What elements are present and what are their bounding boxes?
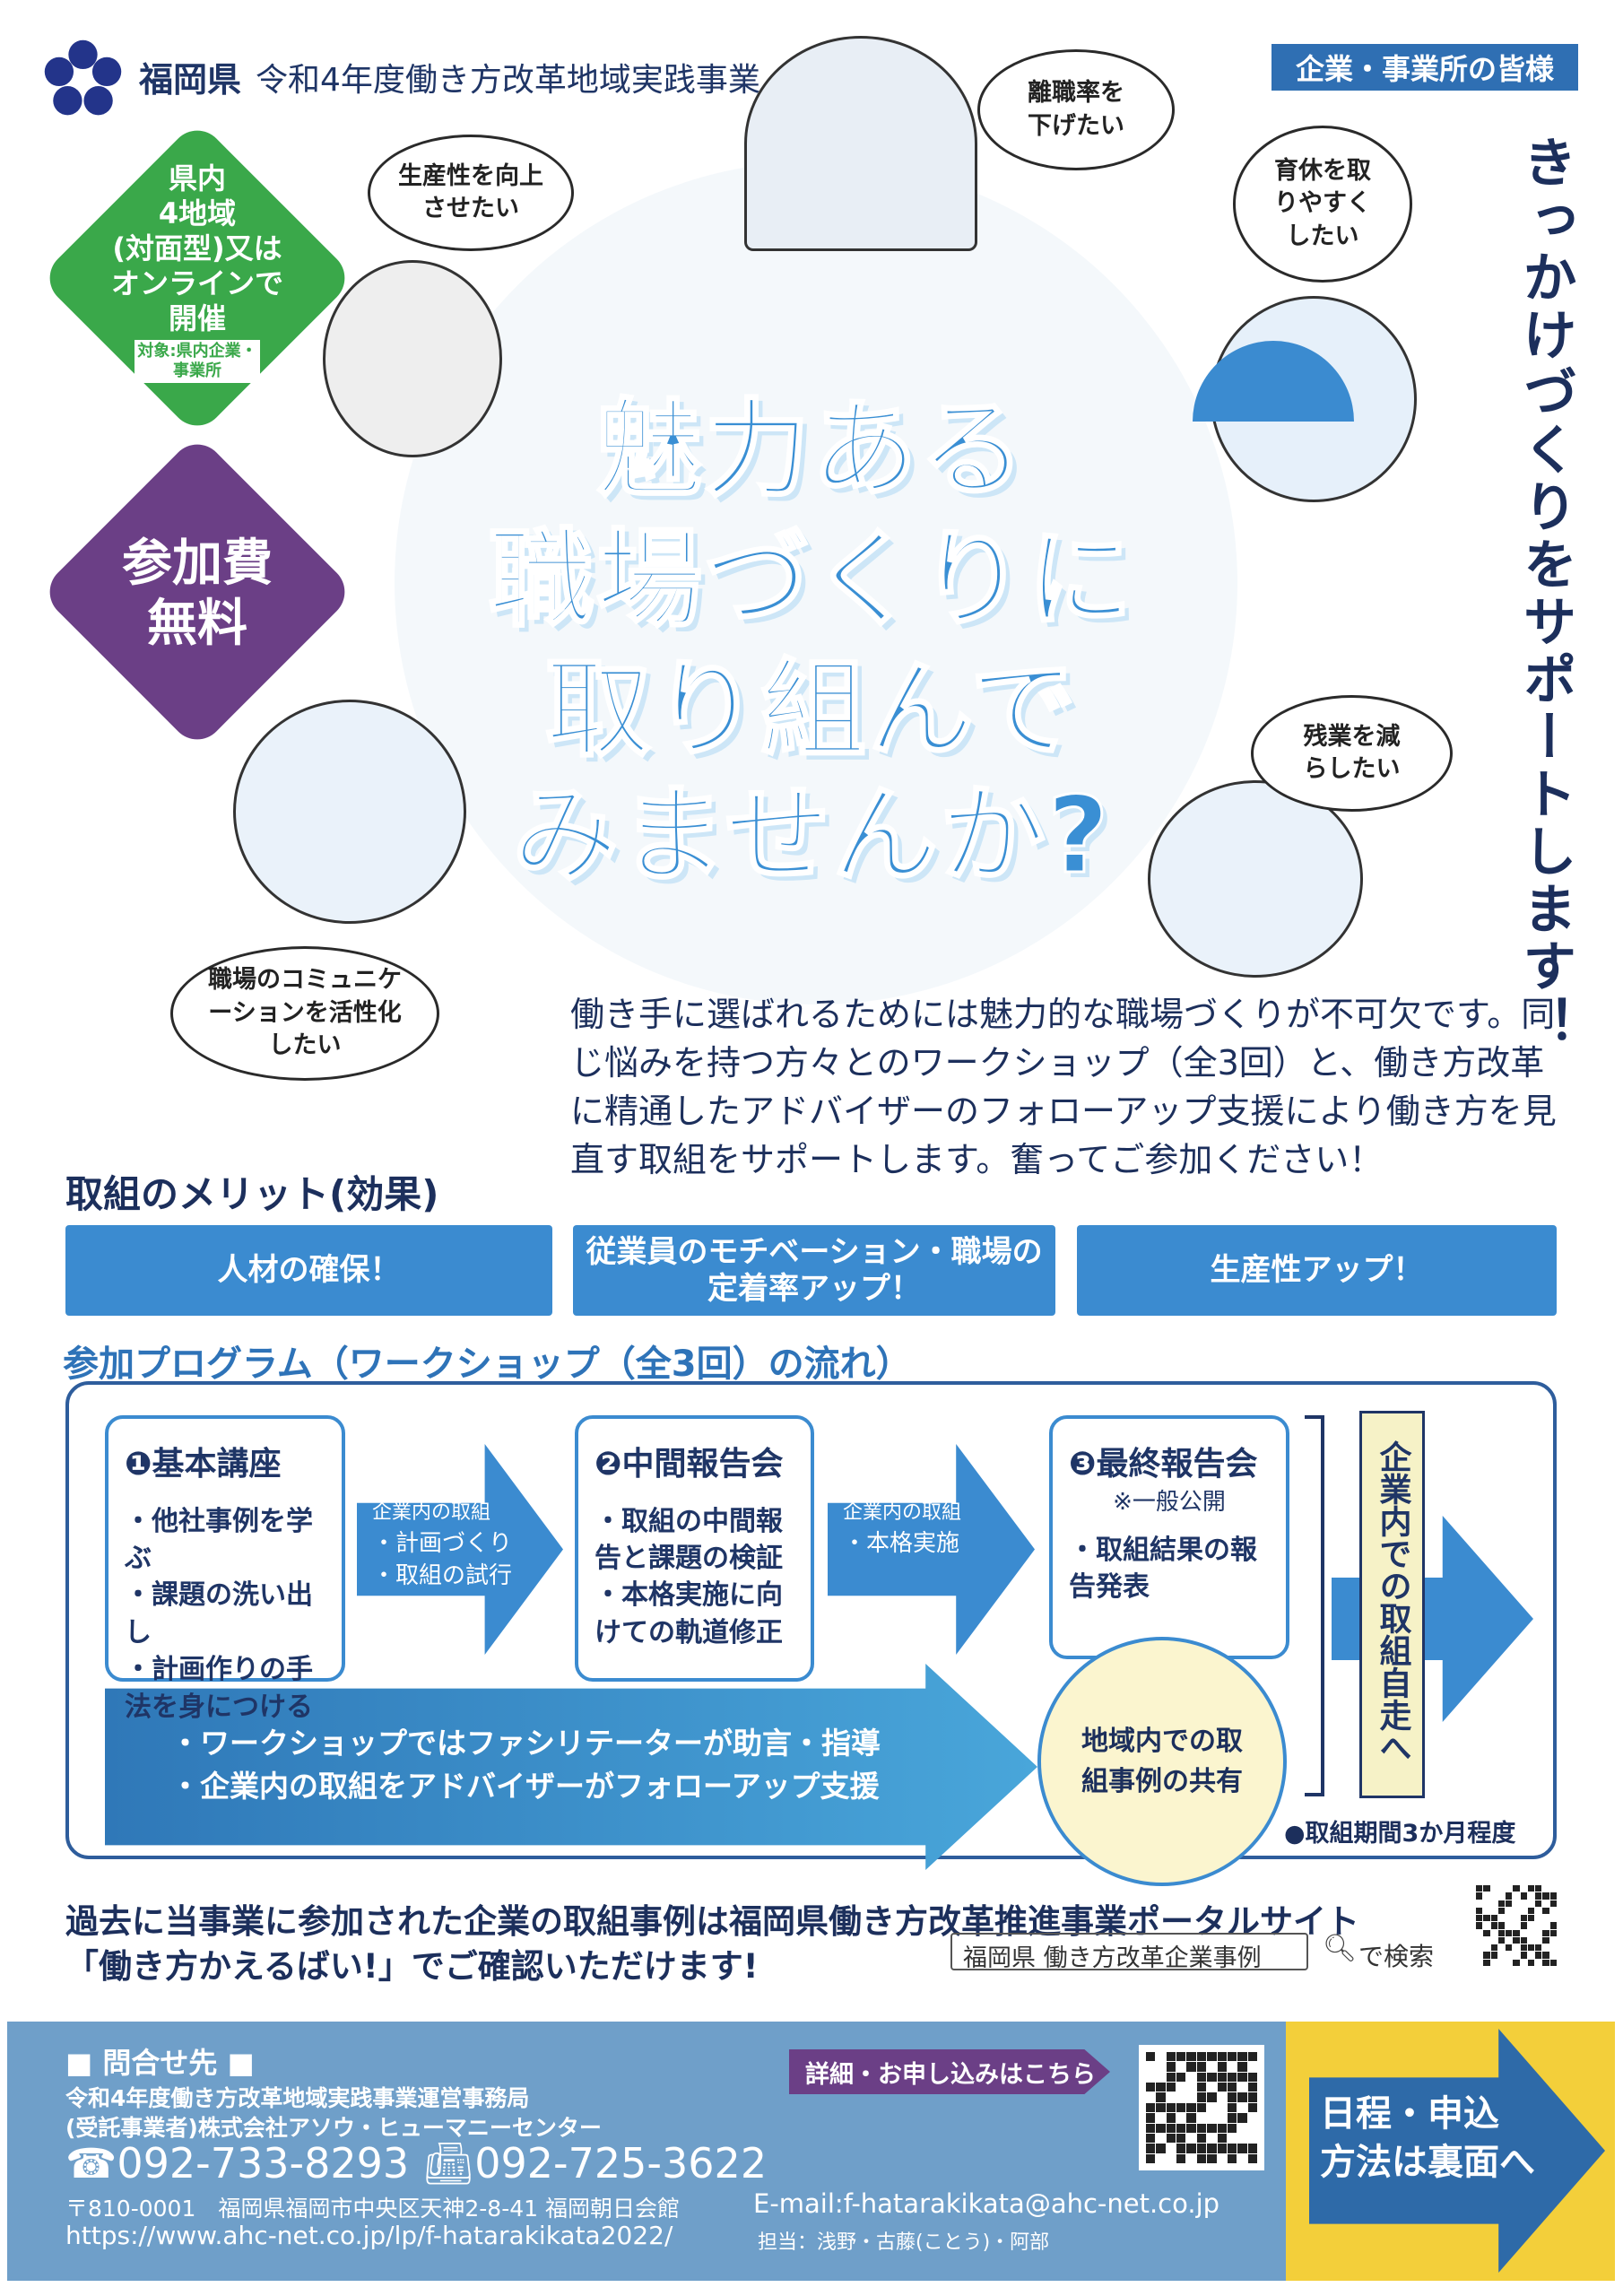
bubble-childcare: 育休を取りやすくしたい: [1233, 126, 1412, 283]
badge-line: オンラインで: [110, 266, 283, 301]
step-note: ※一般公開: [1113, 1488, 1226, 1516]
badge-line: (対面型)又は: [112, 231, 282, 266]
portal-text-2: 「働き方かえるばい!」でご確認いただけます!: [65, 1947, 759, 1986]
back-page-line: 日程・申込: [1320, 2093, 1499, 2135]
step-3-box: ❸最終報告会 ※一般公開 ・取組結果の報告発表: [1049, 1415, 1289, 1659]
self-run-label: 企業内での取組自走へ: [1359, 1411, 1425, 1798]
fukuoka-prefecture-logo: [44, 39, 122, 116]
prefecture-name: 福岡県: [139, 60, 242, 100]
merit-productivity: 生産性アップ！: [1077, 1225, 1557, 1316]
staff-names: 担当：浅野・古藤(ことう)・阿部: [758, 2231, 1050, 2254]
step-title: ❸最終報告会: [1069, 1446, 1258, 1483]
program-heading: 参加プログラム（ワークショップ（全3回）の流れ）: [63, 1344, 912, 1385]
step-title: ❶基本講座: [125, 1446, 282, 1483]
badge-line: 県内: [168, 161, 226, 196]
between-label: 企業内の取組: [372, 1501, 491, 1524]
merit-recruitment: 人材の確保！: [65, 1225, 552, 1316]
title-line: 職場づくりに: [487, 517, 1134, 643]
step-1-box: ❶基本講座 ・他社事例を学ぶ ・課題の洗い出し ・計画作りの手法を身につける: [105, 1415, 345, 1723]
badge-line: 4地域: [158, 196, 237, 231]
apply-qr-code[interactable]: [1139, 2045, 1264, 2170]
person-illustration-woman-3: [1148, 780, 1363, 978]
address: 〒810-0001 福岡県福岡市中央区天神2-8-41 福岡朝日会館: [65, 2196, 680, 2222]
between-item: ・計画づくり: [372, 1529, 513, 1557]
phone-icon: ☎: [65, 2139, 117, 2187]
step-item: ・取組の中間報告と課題の検証: [595, 1505, 783, 1575]
company-name: (受託事業者)株式会社アソウ・ヒューマニーセンター: [65, 2115, 602, 2141]
format-badge: 県内 4地域 (対面型)又は オンラインで 開催 対象:県内企業・事業所: [90, 161, 305, 384]
between-item: ・本格実施: [843, 1529, 960, 1557]
period-note: ●取組期間3か月程度: [1284, 1820, 1516, 1848]
badge-line: 参加費: [122, 535, 273, 593]
step-item: ・計画作りの手法を身につける: [125, 1654, 313, 1723]
back-page-text: 日程・申込 方法は裏面へ: [1320, 2090, 1535, 2187]
step-item: ・他社事例を学ぶ: [125, 1505, 313, 1575]
search-icon: 🔍︎: [1323, 1933, 1358, 1964]
title-backdrop: [395, 161, 1237, 1004]
title-line: 取り組んで: [543, 647, 1079, 773]
bubble-communication: 職場のコミュニケーションを活性化したい: [170, 946, 439, 1081]
search-box[interactable]: 福岡県 働き方改革企業事例: [950, 1933, 1308, 1972]
apply-label: 詳細・お申し込みはこちら: [789, 2049, 1110, 2094]
support-text: ・ワークショップではファシリテーターが助言・指導 ・企業内の取組をアドバイザーが…: [170, 1722, 881, 1808]
badge-line: 無料: [147, 595, 247, 654]
intro-paragraph: 働き手に選ばれるためには魅力的な職場づくりが不可欠です。同じ悩みを持つ方々とのワ…: [570, 995, 1557, 1179]
project-name: 令和4年度働き方改革地域実践事業: [256, 62, 760, 99]
back-page-line: 方法は裏面へ: [1320, 2142, 1535, 2183]
step-2-box: ❷中間報告会 ・取組の中間報告と課題の検証 ・本格実施に向けての軌道修正: [575, 1415, 814, 1682]
person-illustration-woman: [744, 36, 977, 251]
support-item: ・企業内の取組をアドバイザーがフォローアップ支援: [170, 1768, 880, 1804]
phone-row: ☎092-733-8293 📠︎092-725-3622: [65, 2139, 767, 2188]
merits-heading: 取組のメリット(効果): [65, 1172, 439, 1216]
bubble-productivity: 生産性を向上させたい: [368, 135, 574, 251]
sharing-bubble: 地域内での取組事例の共有: [1037, 1637, 1287, 1886]
between-1-text: 企業内の取組 ・計画づくり ・取組の試行: [372, 1500, 512, 1593]
between-label: 企業内の取組: [843, 1501, 962, 1524]
office-name: 令和4年度働き方改革地域実践事業運営事務局: [65, 2085, 530, 2111]
fax-number: 092-725-3622: [474, 2139, 768, 2187]
search-suffix: で検索: [1358, 1942, 1435, 1971]
target-label: 対象:県内企業・事業所: [135, 340, 260, 384]
free-badge: 参加費 無料: [90, 534, 305, 654]
portal-qr-code[interactable]: [1469, 1878, 1564, 1973]
merit-motivation: 従業員のモチベーション・職場の定着率アップ！: [573, 1225, 1055, 1316]
bubble-turnover: 離職率を下げたい: [977, 49, 1175, 170]
title-line: 魅力ある: [595, 387, 1027, 513]
person-illustration-man: [323, 260, 502, 457]
vertical-slogan: きっかけづくりをサポートします！: [1514, 135, 1576, 1053]
step-item: ・課題の洗い出し: [125, 1579, 313, 1648]
step-title: ❷中間報告会: [595, 1446, 784, 1483]
title-line: みませんか?: [511, 772, 1111, 899]
between-2-text: 企業内の取組 ・本格実施: [843, 1500, 961, 1560]
step-item: ・取組結果の報告発表: [1069, 1534, 1257, 1603]
person-illustration-woman-2: [233, 700, 466, 924]
support-item: ・ワークショップではファシリテーターが助言・指導: [170, 1726, 881, 1761]
bubble-overtime: 残業を減らしたい: [1251, 695, 1453, 812]
between-item: ・取組の試行: [372, 1562, 513, 1590]
support-arrow: [105, 1664, 1037, 1870]
website-url[interactable]: https://www.ahc-net.co.jp/lp/f-hatarakik…: [65, 2221, 673, 2250]
step-item: ・本格実施に向けての軌道修正: [595, 1579, 783, 1648]
tel-number[interactable]: 092-733-8293: [117, 2139, 410, 2187]
badge-line: 開催: [168, 301, 226, 336]
email[interactable]: E-mail:f-hatarakikata@ahc-net.co.jp: [753, 2188, 1220, 2219]
contact-heading: ■ 問合せ先 ■: [65, 2046, 255, 2080]
program-frame: [65, 1381, 1557, 1859]
fax-icon: 📠︎: [421, 2139, 475, 2187]
bracket: [1305, 1415, 1324, 1796]
audience-badge: 企業・事業所の皆様: [1271, 44, 1578, 91]
